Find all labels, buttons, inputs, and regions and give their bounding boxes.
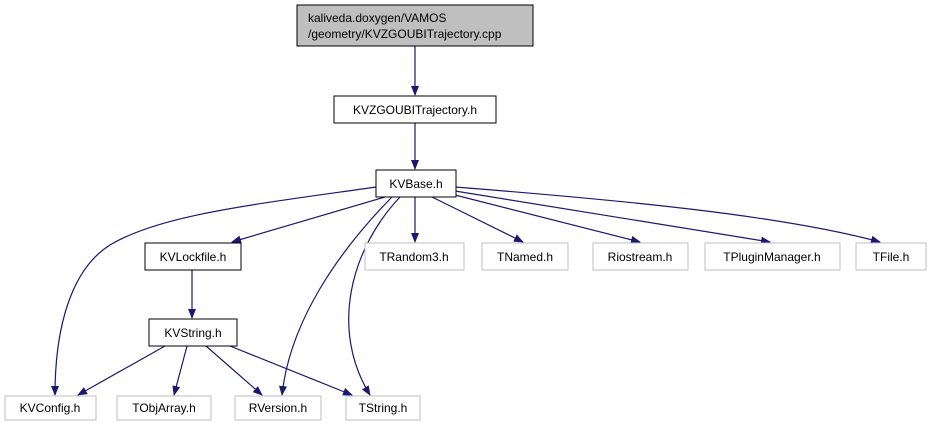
- node-tnamed-h: TNamed.h: [481, 242, 569, 271]
- kvlockfile-label: KVLockfile.h: [160, 250, 227, 264]
- kvbase-label: KVBase.h: [389, 177, 442, 191]
- edge-kvbase-tnamed: [431, 196, 524, 243]
- edge-kvstring-rversion: [205, 345, 263, 396]
- root-file-label-line2: /geometry/KVZGOUBITrajectory.cpp: [308, 27, 502, 41]
- node-tpluginmanager-h: TPluginManager.h: [704, 242, 841, 271]
- node-tobjarray-h: TObjArray.h: [116, 395, 212, 421]
- edge-kvstring-tobjarray: [172, 345, 188, 396]
- kvstring-label: KVString.h: [164, 326, 221, 340]
- node-kvstring-h[interactable]: KVString.h: [148, 318, 238, 347]
- riostream-label: Riostream.h: [608, 250, 673, 264]
- rversion-label: RVersion.h: [249, 401, 307, 415]
- node-tfile-h: TFile.h: [855, 242, 927, 271]
- node-rversion-h: RVersion.h: [234, 395, 322, 421]
- tstring-label: TString.h: [359, 401, 408, 415]
- edge-kvbase-kvconfig: [51, 186, 377, 396]
- node-kvconfig-h: KVConfig.h: [4, 395, 97, 421]
- edge-kvstring-kvconfig: [77, 345, 166, 396]
- node-root-file[interactable]: kaliveda.doxygen/VAMOS /geometry/KVZGOUB…: [296, 4, 534, 47]
- edge-kvbase-kvlockfile: [231, 196, 386, 244]
- edge-kvbase-riostream: [454, 194, 641, 244]
- root-file-label-line1: kaliveda.doxygen/VAMOS: [308, 11, 447, 25]
- tnamed-label: TNamed.h: [497, 250, 553, 264]
- node-kvbase-h[interactable]: KVBase.h: [375, 169, 457, 198]
- trandom3-label: TRandom3.h: [379, 250, 448, 264]
- node-tstring-h: TString.h: [345, 395, 421, 421]
- node-riostream-h: Riostream.h: [592, 242, 689, 271]
- tobjarray-label: TObjArray.h: [132, 401, 196, 415]
- kvzgoubitrajectory-label: KVZGOUBITrajectory.h: [353, 103, 477, 117]
- edge-kvbase-tfile: [454, 186, 881, 244]
- kvconfig-label: KVConfig.h: [20, 401, 81, 415]
- node-kvlockfile-h[interactable]: KVLockfile.h: [144, 242, 242, 271]
- edge-kvbase-tstring: [348, 196, 401, 396]
- edge-kvbase-tpluginmanager: [454, 190, 771, 245]
- node-trandom3-h: TRandom3.h: [364, 242, 465, 271]
- edges: [51, 46, 881, 396]
- edge-kvstring-tstring: [229, 345, 353, 396]
- tpluginmanager-label: TPluginManager.h: [723, 250, 820, 264]
- tfile-label: TFile.h: [873, 250, 910, 264]
- node-kvzgoubitrajectory-h[interactable]: KVZGOUBITrajectory.h: [333, 95, 497, 124]
- edge-kvbase-rversion: [278, 196, 393, 396]
